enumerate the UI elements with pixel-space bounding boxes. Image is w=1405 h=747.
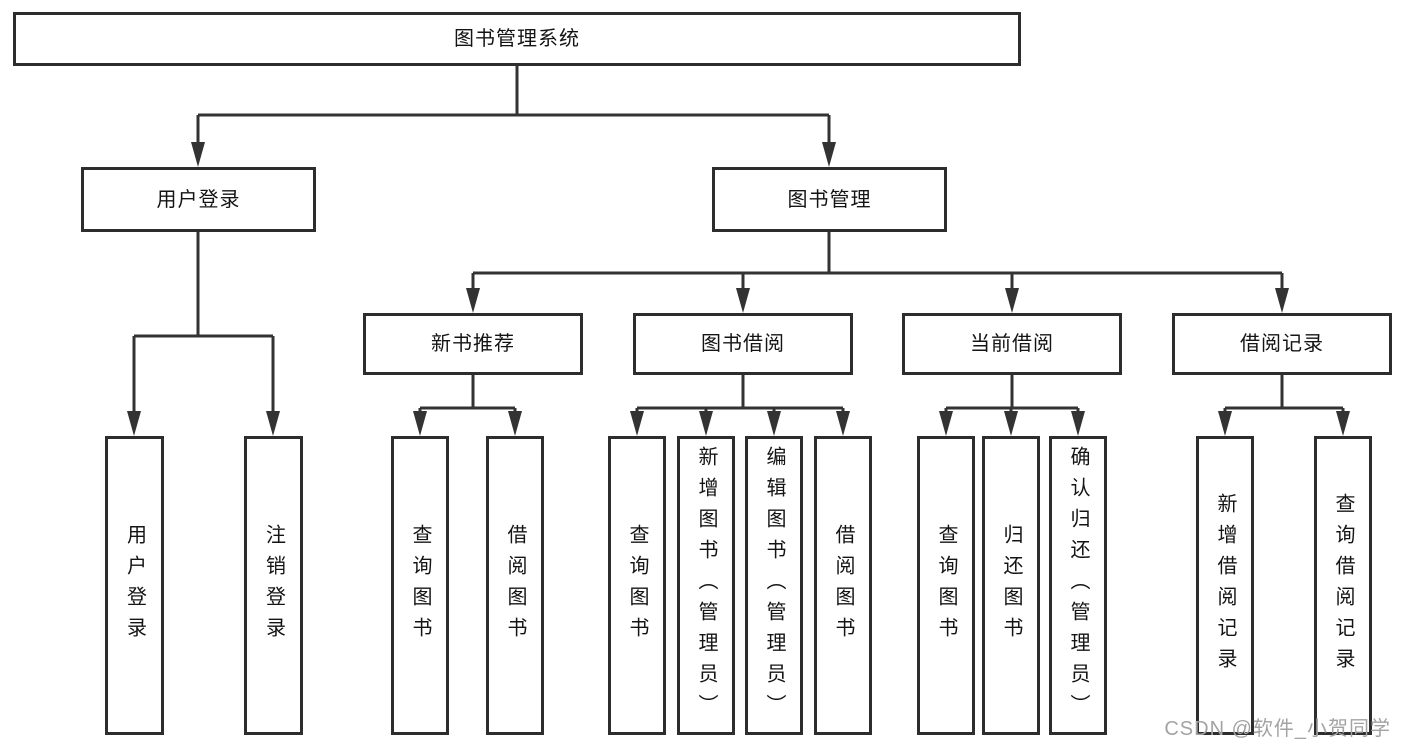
node-borrow-books-recommend: 借阅图书 bbox=[486, 436, 544, 735]
node-label: 图书管理 bbox=[787, 188, 872, 211]
node-add-borrow-record: 新增借阅记录 bbox=[1196, 436, 1254, 735]
node-label: 借阅记录 bbox=[1240, 333, 1324, 355]
node-label: 新增借阅记录 bbox=[1214, 492, 1236, 679]
node-label: 归还图书 bbox=[1000, 523, 1022, 648]
node-label: 编辑图书（管理员） bbox=[763, 446, 785, 725]
node-user-login: 用户登录 bbox=[105, 436, 164, 735]
node-label: 注销登录 bbox=[262, 523, 285, 648]
node-user-login-module: 用户登录 bbox=[81, 167, 316, 232]
node-edit-book-admin: 编辑图书（管理员） bbox=[745, 436, 803, 735]
node-borrow-books-borrowing: 借阅图书 bbox=[814, 436, 872, 735]
node-new-book-recommendation: 新书推荐 bbox=[363, 313, 583, 375]
node-book-management-module: 图书管理 bbox=[712, 167, 947, 232]
node-return-book: 归还图书 bbox=[982, 436, 1040, 735]
node-query-books-current: 查询图书 bbox=[917, 436, 975, 735]
node-label: 新增图书（管理员） bbox=[695, 446, 717, 725]
node-label: 图书借阅 bbox=[701, 333, 785, 355]
csdn-watermark: CSDN @软件_小贺同学 bbox=[1164, 718, 1391, 740]
node-label: 用户登录 bbox=[156, 188, 241, 211]
node-query-books-recommend: 查询图书 bbox=[391, 436, 449, 735]
node-logout: 注销登录 bbox=[244, 436, 303, 735]
node-library-management-system: 图书管理系统 bbox=[13, 12, 1021, 66]
node-label: 用户登录 bbox=[123, 523, 146, 648]
node-current-borrowing: 当前借阅 bbox=[902, 313, 1122, 375]
node-label: 查询图书 bbox=[409, 523, 431, 648]
node-label: 图书管理系统 bbox=[454, 28, 580, 50]
node-borrowing-records: 借阅记录 bbox=[1172, 313, 1392, 375]
node-add-book-admin: 新增图书（管理员） bbox=[677, 436, 735, 735]
node-label: 借阅图书 bbox=[832, 523, 854, 648]
node-query-borrow-record: 查询借阅记录 bbox=[1314, 436, 1372, 735]
node-label: 查询图书 bbox=[626, 523, 648, 648]
node-label: 新书推荐 bbox=[431, 333, 515, 355]
node-label: 查询借阅记录 bbox=[1332, 492, 1354, 679]
node-label: 确认归还（管理员） bbox=[1067, 446, 1089, 725]
node-book-borrowing: 图书借阅 bbox=[633, 313, 853, 375]
node-label: 查询图书 bbox=[935, 523, 957, 648]
node-label: 借阅图书 bbox=[504, 523, 526, 648]
node-query-books-borrowing: 查询图书 bbox=[608, 436, 666, 735]
node-label: 当前借阅 bbox=[970, 333, 1054, 355]
node-confirm-return-admin: 确认归还（管理员） bbox=[1049, 436, 1107, 735]
